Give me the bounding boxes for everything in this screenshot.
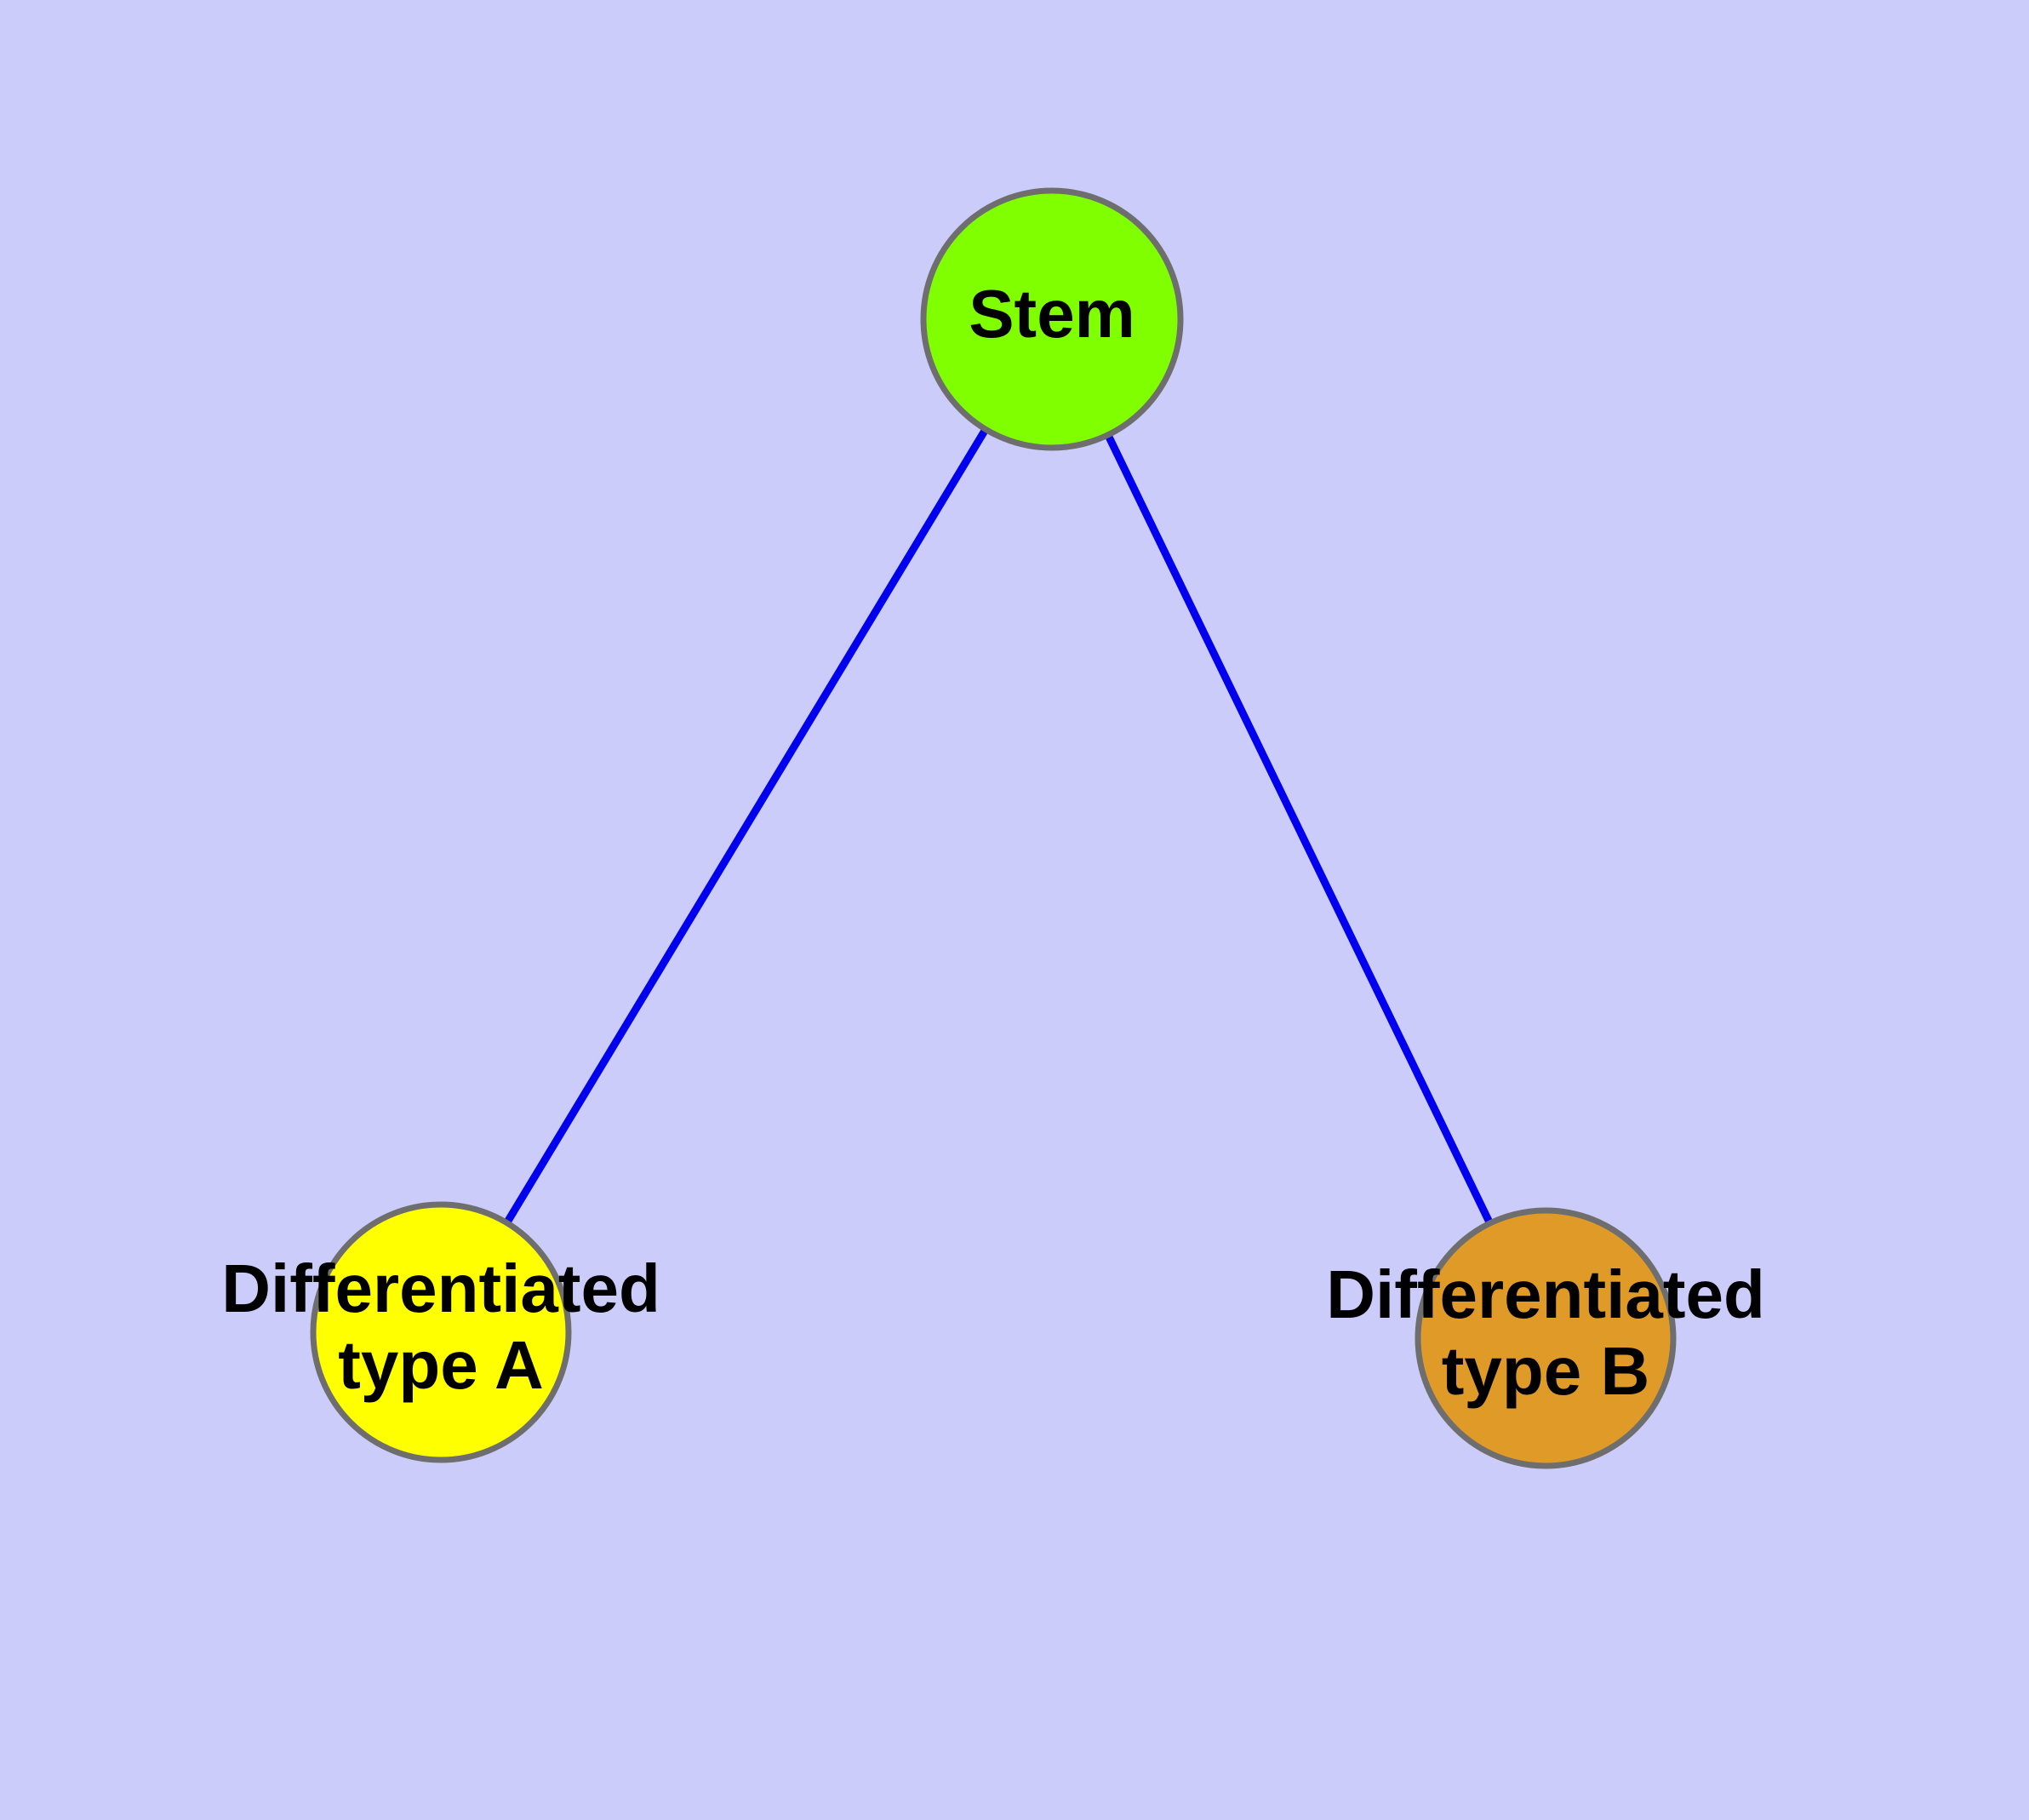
graph-node-diff_a[interactable]: [310, 1201, 572, 1463]
graph-node-label-stem: Stem: [969, 276, 1135, 352]
label-line: Differentiated: [221, 1251, 660, 1326]
graph-node-diff_b[interactable]: [1415, 1207, 1677, 1469]
label-line: Stem: [969, 276, 1135, 352]
label-line: type B: [1442, 1333, 1650, 1409]
graph-node-stem[interactable]: [920, 187, 1184, 451]
graph-edge-stem-to-b[interactable]: [1048, 318, 1550, 1340]
label-line: Differentiated: [1326, 1256, 1765, 1332]
edges-layer: [437, 317, 1550, 1340]
label-line: type A: [338, 1327, 544, 1403]
nodes-layer: [310, 187, 1677, 1469]
graph-edge-stem-to-a[interactable]: [437, 317, 1055, 1335]
